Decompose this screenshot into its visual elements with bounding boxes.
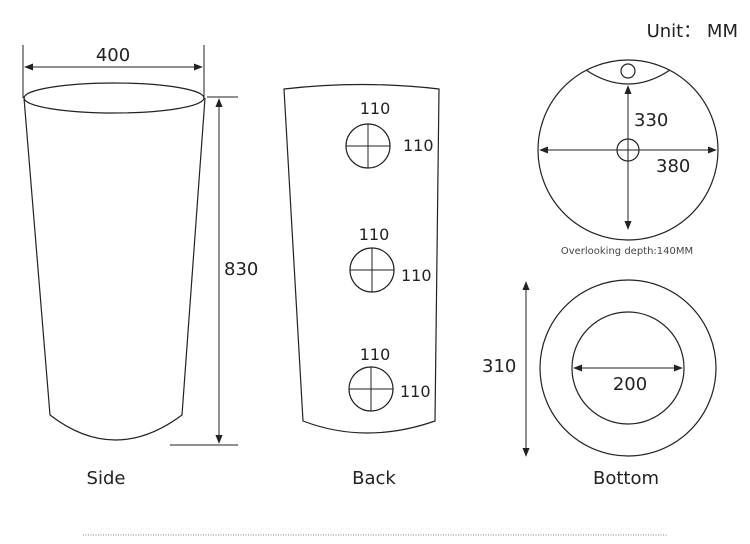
unit-label: Unit： MM	[647, 21, 738, 42]
hole-2-top-label: 110	[359, 225, 390, 244]
bottom-inner-label: 200	[613, 374, 647, 395]
back-view: 110 110 110 110 110 110 Back	[283, 83, 440, 489]
side-body-outline	[23, 97, 206, 441]
back-hole-1: 110 110	[345, 99, 434, 169]
bottom-outer-circle	[539, 279, 717, 457]
hole-2-side-label: 110	[401, 266, 432, 285]
bottom-height-label: 310	[482, 356, 516, 377]
top-depth-label: 330	[634, 110, 668, 131]
back-hole-2: 110 110	[349, 225, 432, 293]
side-rim	[23, 82, 205, 114]
back-hole-3: 110 110	[348, 345, 431, 412]
bottom-view: 310 200 Bottom	[482, 279, 717, 489]
top-outer-circle	[537, 59, 719, 241]
overlooking-depth-note: Overlooking depth:140MM	[561, 246, 693, 257]
top-overflow-hole	[620, 63, 636, 79]
bottom-view-label: Bottom	[593, 468, 659, 489]
back-body-outline	[283, 83, 440, 434]
top-overflow-recess	[585, 69, 671, 85]
side-view: 400 830 Side	[22, 45, 258, 489]
top-view: 330 380 Overlooking depth:140MM	[537, 59, 719, 257]
side-height-label: 830	[224, 259, 258, 280]
back-view-label: Back	[352, 468, 396, 489]
top-diameter-label: 380	[656, 156, 690, 177]
bottom-inner-circle	[571, 311, 685, 425]
hole-3-top-label: 110	[360, 345, 391, 364]
side-width-label: 400	[96, 45, 130, 66]
hole-3-side-label: 110	[400, 382, 431, 401]
side-view-label: Side	[87, 468, 126, 489]
hole-1-side-label: 110	[403, 136, 434, 155]
hole-1-top-label: 110	[360, 99, 391, 118]
